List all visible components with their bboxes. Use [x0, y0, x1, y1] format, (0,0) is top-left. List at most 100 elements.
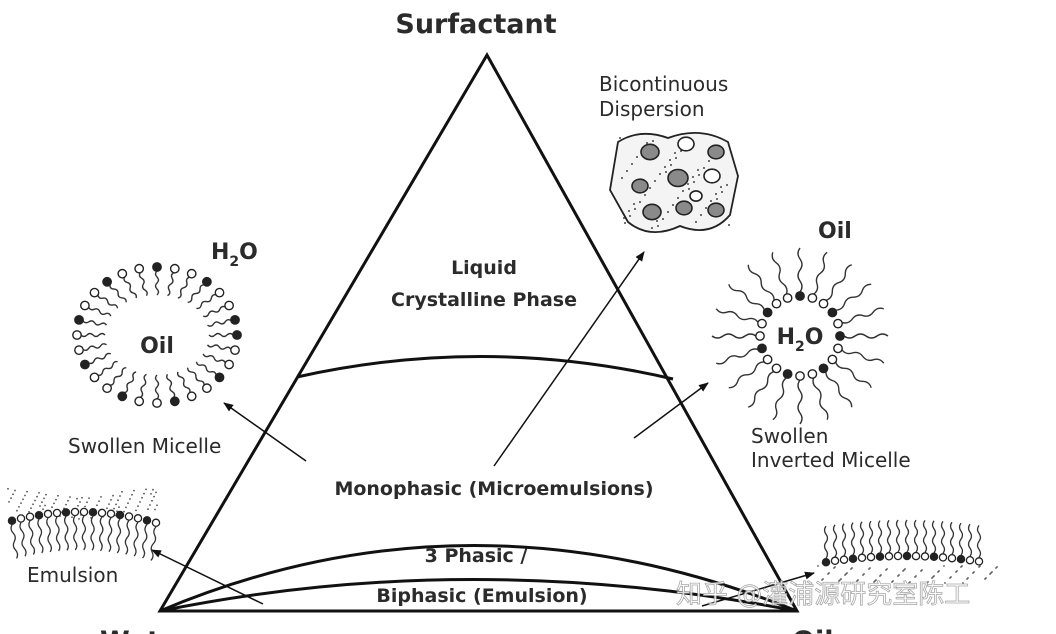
surfactant-head	[74, 314, 84, 325]
water-dot	[833, 567, 835, 569]
surfactant-head	[833, 318, 843, 329]
oil-dot	[77, 504, 79, 507]
surfactant-head	[929, 552, 939, 562]
oil-dot	[36, 495, 38, 498]
emulsion-label: Emulsion	[27, 563, 118, 587]
oil-dot	[30, 507, 32, 509]
surfactant-tail	[55, 516, 61, 552]
surfactant-tail	[98, 516, 104, 552]
surfactant-head	[833, 343, 843, 354]
surfactant-tail	[825, 264, 852, 302]
dispersion-dot	[716, 198, 718, 200]
surfactant-head	[151, 518, 161, 528]
surfactant-head	[947, 553, 957, 563]
dispersion-dot	[651, 227, 653, 229]
surfactant-head	[97, 508, 107, 518]
channel	[631, 178, 649, 194]
surfactant-head	[230, 314, 240, 325]
oil-dot	[14, 489, 16, 492]
liquid-crystal-boundary	[296, 355, 674, 381]
oil-dot	[117, 499, 119, 502]
oil-dot	[131, 493, 133, 496]
inverted-micelle-outer-label: Oil	[818, 219, 852, 244]
water-dot	[897, 575, 899, 577]
water-dot	[955, 571, 957, 573]
surfactant-tail	[797, 247, 803, 293]
oil-dot	[22, 498, 24, 501]
surfactant-head	[762, 307, 773, 318]
water-dot	[978, 566, 980, 568]
oil-dot	[38, 492, 40, 494]
region-three-phasic: 3 Phasic /	[425, 545, 528, 567]
surfactant-head	[938, 553, 948, 562]
oil-dot	[108, 503, 110, 505]
surfactant-tail	[877, 520, 883, 553]
channel	[642, 203, 662, 221]
oil-dot	[98, 500, 100, 502]
dispersion-dot	[721, 191, 723, 193]
oil-dot	[155, 491, 157, 494]
dispersion-dot	[688, 188, 690, 190]
surfactant-tail	[843, 333, 889, 339]
water-dot	[844, 574, 846, 576]
inverted-micelle-core-label: H2O	[777, 325, 824, 355]
surfactant-head	[782, 293, 793, 303]
oil-dot	[110, 499, 112, 501]
dispersion-dot	[667, 211, 669, 213]
surfactant-tail	[19, 522, 27, 557]
surfactant-head	[821, 557, 831, 567]
surfactant-tail	[166, 373, 176, 398]
oil-dot	[55, 498, 57, 501]
water-dot	[873, 581, 875, 583]
vertex-oil: Oil	[792, 626, 833, 634]
dispersion-dot	[659, 173, 661, 175]
surfactant-head	[827, 354, 838, 365]
dispersion-dot	[687, 183, 689, 185]
water-dot	[891, 581, 893, 583]
dispersion-dot	[710, 200, 712, 202]
surfactant-head	[757, 318, 767, 329]
oil-dot	[127, 502, 129, 505]
surfactant-head	[807, 369, 818, 379]
surfactant-tail	[133, 521, 139, 557]
dispersion-dot	[665, 171, 667, 173]
surfactant-tail	[37, 518, 44, 554]
bicontinuous-label-line2: Dispersion	[599, 97, 705, 121]
oil-dot	[7, 487, 9, 490]
dispersion-dot	[654, 180, 656, 182]
dispersion-dot	[657, 225, 659, 227]
oil-dot	[44, 504, 46, 507]
surfactant-head	[902, 551, 912, 561]
region-liquid-crystalline-line2: Crystalline Phase	[391, 289, 577, 311]
dispersion-dot	[624, 222, 626, 224]
surfactant-tail	[202, 353, 227, 364]
surfactant-head	[201, 276, 212, 287]
oil-dot	[150, 493, 152, 495]
water-dot	[944, 582, 946, 584]
dispersion-dot	[708, 160, 710, 162]
dispersion-dot	[664, 166, 666, 168]
oil-dot	[42, 508, 44, 511]
surfactant-head	[117, 391, 128, 402]
oil-dot	[141, 496, 143, 499]
water-dot	[966, 578, 968, 580]
water-dot	[827, 573, 829, 575]
surfactant-head	[827, 307, 838, 318]
oil-dot	[28, 511, 30, 513]
oil-dot	[86, 501, 88, 504]
oil-dot	[135, 509, 137, 512]
arrow-to-emulsion	[151, 549, 264, 605]
water-dot	[989, 573, 991, 575]
surfactant-tail	[771, 252, 788, 295]
surfactant-head	[152, 262, 162, 272]
oil-dot	[100, 496, 102, 498]
surfactant-head	[839, 555, 849, 564]
oil-dot	[20, 502, 22, 504]
oil-dot	[156, 504, 158, 507]
surfactant-head	[102, 383, 113, 394]
surfactant-head	[893, 551, 903, 561]
oil-dot	[118, 506, 120, 508]
surfactant-head	[965, 555, 975, 565]
surfactant-tail	[812, 377, 829, 420]
